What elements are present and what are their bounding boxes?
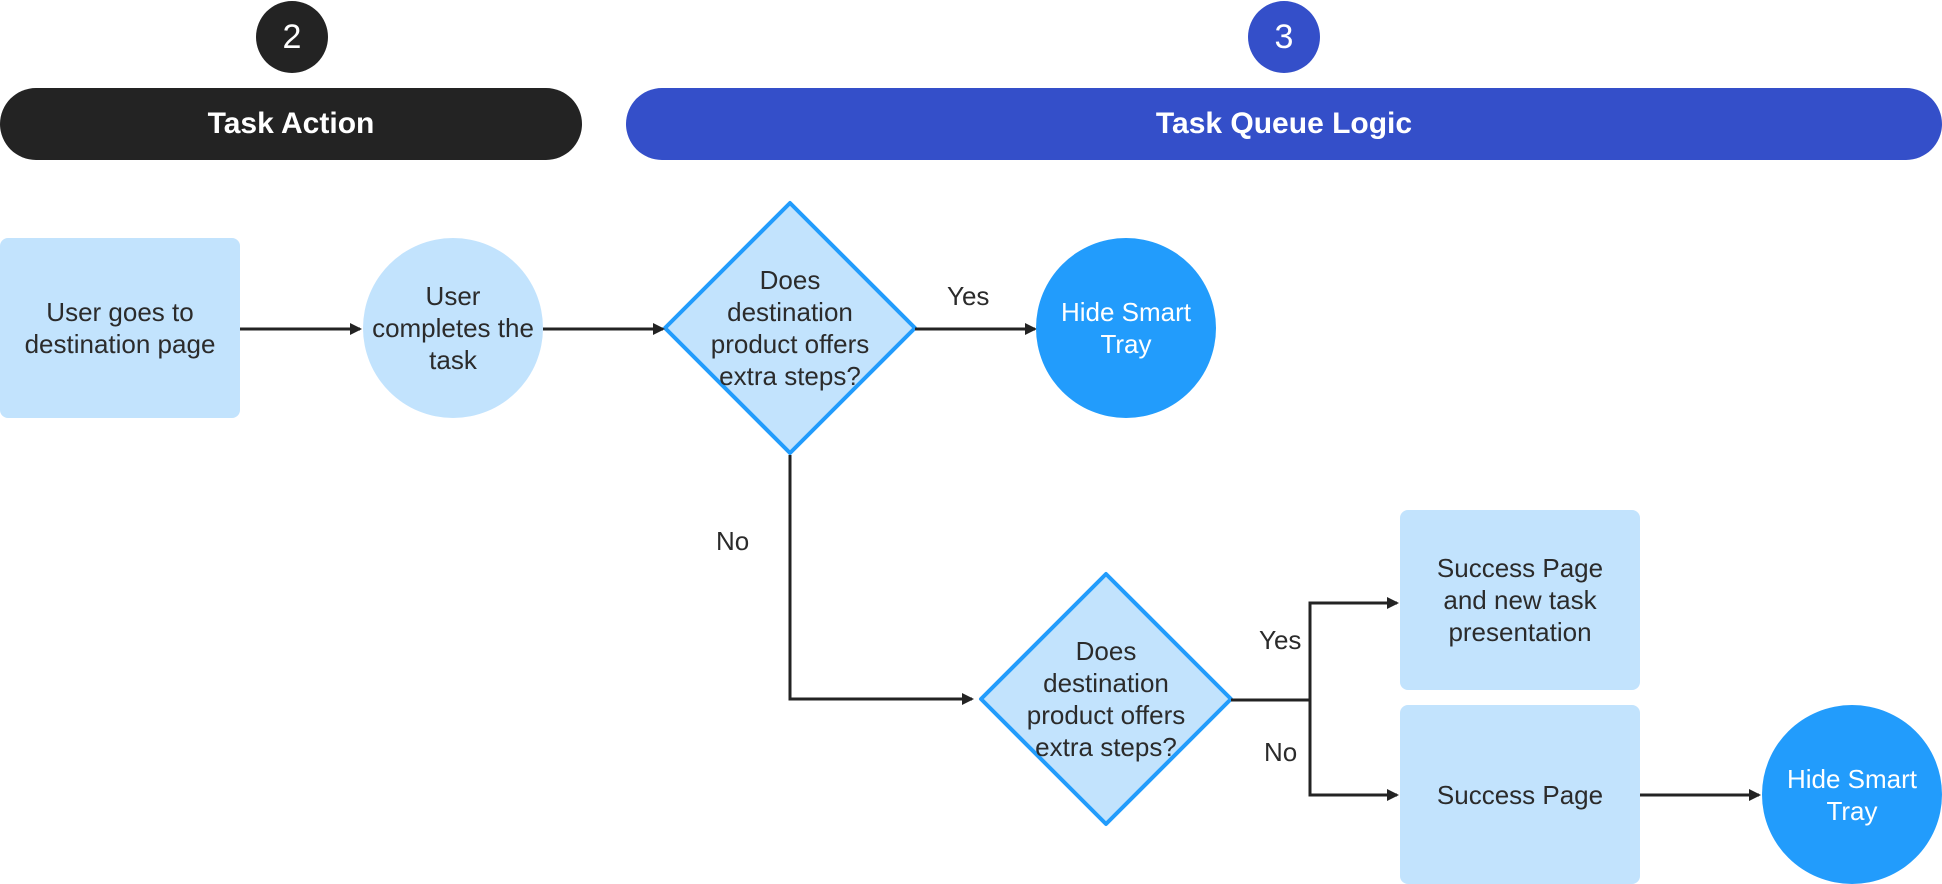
edge-decision-1-no [788,455,974,705]
label-decision-2-no: No [1264,737,1298,767]
phase-bar-task-action: Task Action [0,88,582,160]
label-decision-1-no: No [716,526,750,556]
edge-decision-2-yes [1231,597,1399,702]
step-badge-2: 2 [256,1,328,73]
node-success-page: Success Page [1400,705,1640,884]
label-decision-1-yes: Yes [947,281,990,311]
node-user-goes-to-destination: User goes to destination page [0,238,240,418]
step-badge-3: 3 [1248,1,1320,73]
node-user-completes-task: User completes the task [363,238,543,418]
node-hide-smart-tray-1: Hide Smart Tray [1036,238,1216,418]
edge-decision-2-no [1308,700,1399,801]
node-hide-smart-tray-2: Hide Smart Tray [1762,705,1942,884]
decision-diamond-2 [979,572,1233,826]
label-decision-2-yes: Yes [1259,625,1302,655]
decision-1-text: Does destination product offers extra st… [710,265,870,391]
phase-bar-task-queue-logic: Task Queue Logic [626,88,1942,160]
node-success-page-new-task: Success Page and new task presentation [1400,510,1640,690]
decision-diamond-1 [663,201,917,455]
decision-2-text: Does destination product offers extra st… [1026,636,1186,762]
